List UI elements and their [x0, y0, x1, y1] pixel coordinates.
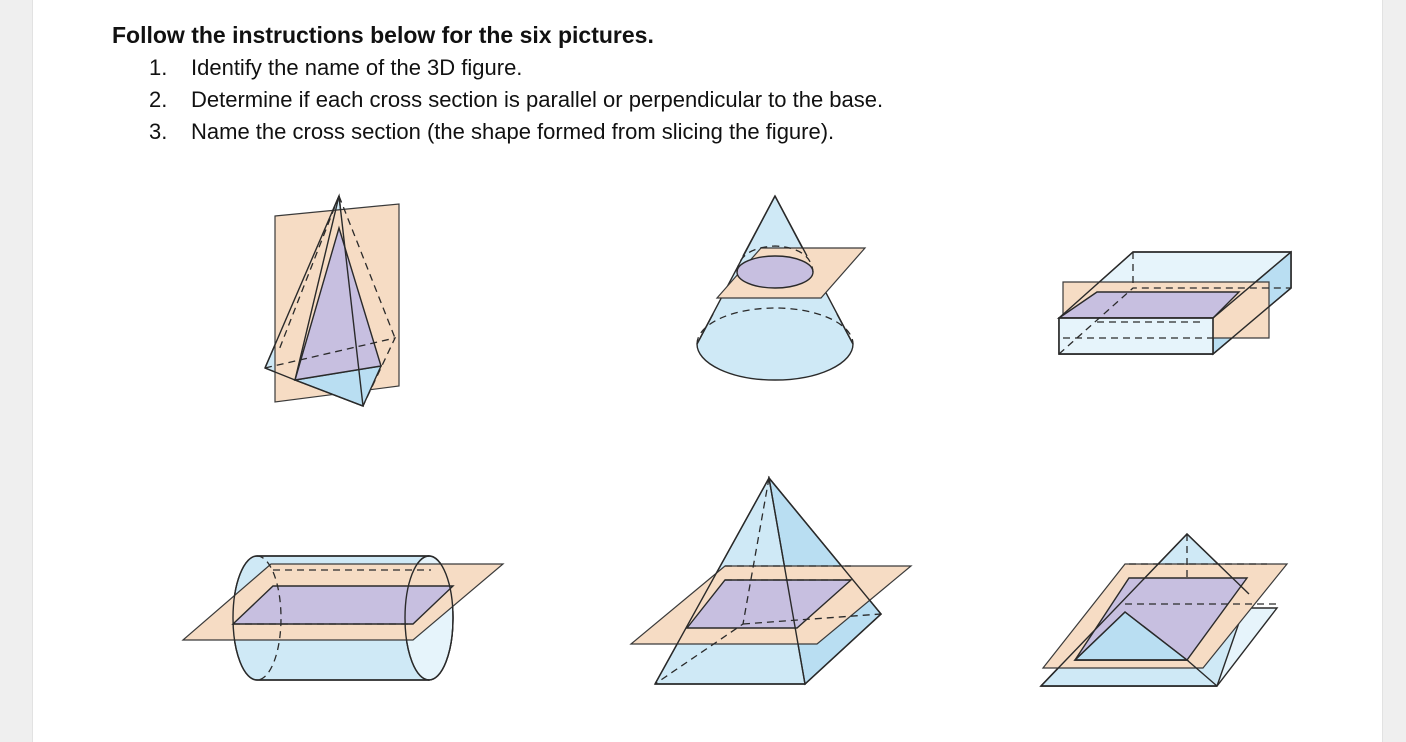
hidden-edge	[264, 337, 397, 407]
prism-horizontal-section-illustration	[1056, 250, 1292, 356]
instruction-text: Name the cross section (the shape formed…	[191, 119, 835, 144]
square-pyramid-section-illustration	[629, 475, 913, 686]
worksheet-page: Follow the instructions below for the si…	[32, 0, 1383, 742]
instruction-number: 3.	[149, 119, 168, 144]
cone-edge	[774, 195, 808, 257]
instruction-item: 3. Name the cross section (the shape form…	[133, 116, 883, 148]
pyramid-vertical-section-illustration	[264, 193, 400, 408]
hidden-edge	[256, 555, 282, 681]
cone-edge	[696, 313, 714, 345]
hidden-edge	[278, 195, 340, 351]
cone-horizontal-section-illustration	[696, 194, 867, 381]
instructions-heading: Follow the instructions below for the si…	[112, 22, 654, 48]
prism-front-face	[1058, 317, 1214, 355]
instruction-item: 1. Identify the name of the 3D figure.	[133, 52, 883, 84]
cylinder-end-edge	[232, 555, 258, 681]
pyramid-edge	[338, 195, 364, 407]
instructions-list: 1. Identify the name of the 3D figure. 2.…	[133, 52, 883, 148]
cylinder-end-edge	[404, 555, 454, 681]
instruction-number: 1.	[149, 55, 168, 80]
figure-cone-horizontal-section	[683, 190, 873, 390]
cross-section-rectangle	[231, 585, 455, 625]
figure-triangular-prism-section	[1037, 528, 1297, 698]
cone-edge	[742, 195, 776, 257]
figure-square-pyramid-section	[629, 474, 919, 694]
hidden-edge	[1058, 287, 1291, 355]
cone-edge	[836, 313, 854, 345]
cross-section-triangle	[294, 225, 382, 381]
instruction-number: 2.	[149, 87, 168, 112]
prism-edges	[1074, 611, 1190, 661]
instruction-item: 2. Determine if each cross section is par…	[133, 84, 883, 116]
instruction-text: Determine if each cross section is paral…	[191, 87, 884, 112]
hidden-edge	[338, 195, 396, 339]
pyramid-edge	[264, 367, 296, 381]
triangular-prism-section-illustration	[1039, 533, 1289, 687]
cylinder-section-illustration	[181, 555, 505, 681]
figure-prism-horizontal-section	[1053, 242, 1303, 367]
cross-section-circle	[736, 255, 814, 289]
pyramid-edge	[264, 195, 340, 369]
hidden-edge	[736, 245, 814, 273]
pyramid-edges	[654, 475, 806, 685]
figure-cylinder-section	[181, 540, 511, 690]
instruction-text: Identify the name of the 3D figure.	[191, 55, 523, 80]
prism-edge	[1186, 659, 1218, 687]
figure-pyramid-vertical-section	[255, 190, 415, 415]
